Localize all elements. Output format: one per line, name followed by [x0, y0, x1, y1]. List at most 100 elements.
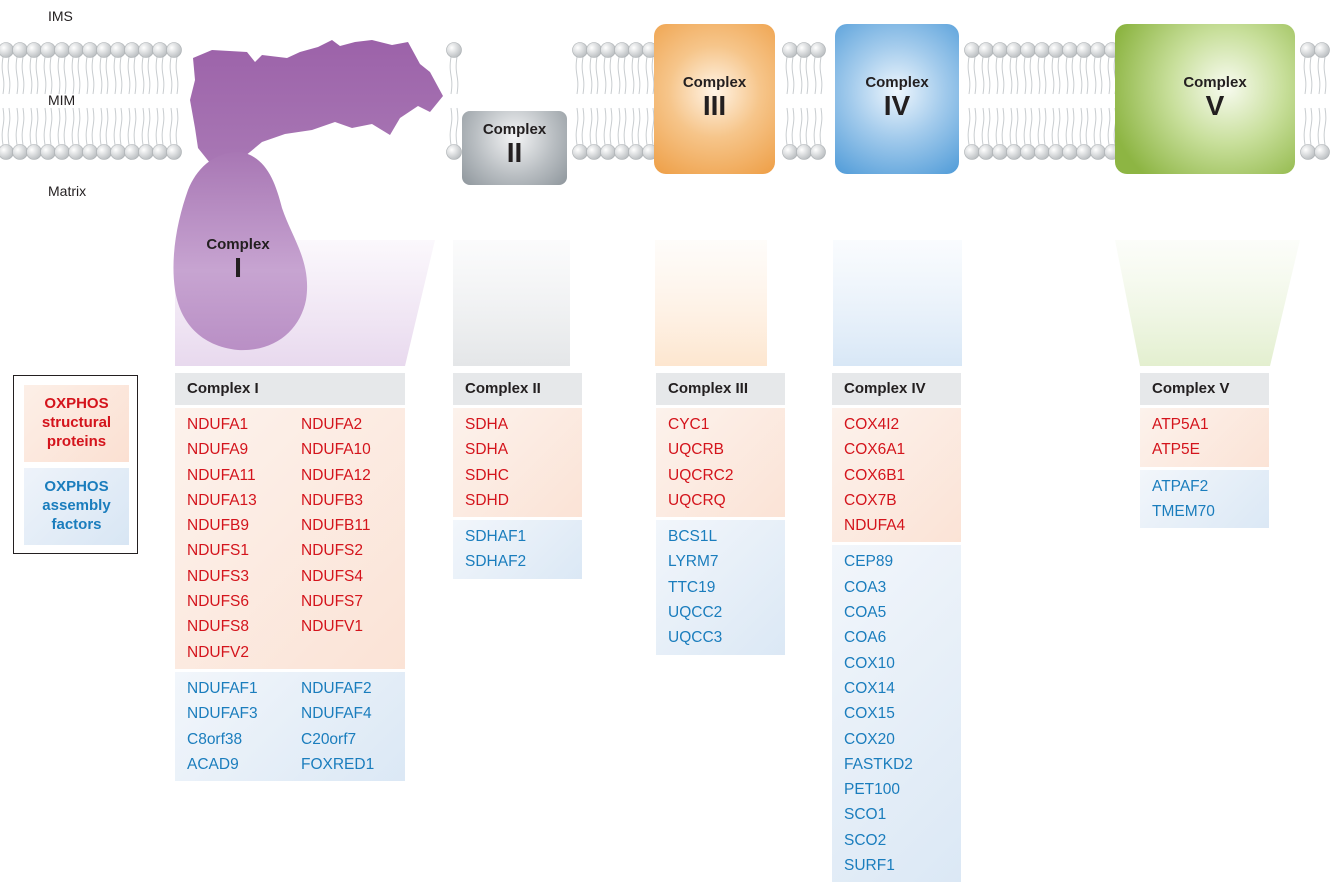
structural-protein: COX4I2	[844, 416, 900, 433]
funnel-complex-5	[1115, 240, 1300, 366]
structural-protein: NDUFA11	[187, 466, 256, 484]
assembly-factor: TMEM70	[1152, 502, 1215, 520]
legend-assembly-factors: OXPHOS assembly factors	[24, 468, 129, 545]
complex-3-word: Complex	[682, 74, 747, 91]
structural-protein: NDUFS7	[301, 593, 364, 611]
structural-protein: ATP5A1	[1152, 416, 1209, 433]
funnel-complex-2	[453, 240, 570, 366]
complex-5-numeral: V	[1205, 90, 1225, 121]
assembly-factor: COX14	[844, 679, 895, 697]
structural-protein: NDUFS1	[187, 542, 250, 560]
assembly-factor: ATPAF2	[1152, 477, 1209, 495]
assembly-factor: C8orf38	[187, 730, 243, 748]
structural-protein: NDUFA10	[301, 441, 371, 459]
legend-structural-line-1: OXPHOS	[44, 395, 109, 412]
assembly-factor: NDUFAF3	[187, 705, 258, 723]
lipid-bilayer	[0, 42, 1330, 160]
structural-protein: UQCRB	[668, 441, 724, 459]
structural-protein: NDUFS8	[187, 618, 250, 636]
structural-protein: NDUFA12	[301, 466, 371, 484]
structural-protein: NDUFA9	[187, 441, 249, 459]
assembly-factor: NDUFAF2	[301, 679, 372, 697]
assembly-factor: COA3	[844, 578, 887, 596]
assembly-factor: COX15	[844, 705, 895, 723]
assembly-factor: SDHAF1	[465, 528, 527, 546]
legend-structural-line-3: proteins	[46, 433, 107, 450]
funnel-complex-3	[655, 240, 767, 366]
table-header: Complex III	[656, 373, 785, 408]
table-header: Complex V	[1140, 373, 1269, 408]
structural-protein: NDUFV2	[187, 643, 250, 661]
structural-protein: SDHA	[465, 441, 509, 459]
structural-protein: NDUFB9	[187, 517, 250, 535]
assembly-factor: TTC19	[668, 578, 716, 596]
table-header: Complex IV	[832, 373, 961, 408]
table-header: Complex I	[175, 373, 405, 408]
structural-protein: UQCRC2	[668, 466, 734, 484]
assembly-factor: SURF1	[844, 857, 895, 875]
structural-protein: NDUFV1	[301, 618, 364, 636]
structural-protein: NDUFB11	[301, 517, 371, 535]
matrix-label: Matrix	[48, 183, 87, 199]
complex-1-shape	[173, 40, 443, 351]
complex-1-word: Complex	[206, 236, 270, 253]
structural-protein: SDHA	[465, 416, 509, 433]
complex-5-word: Complex	[1183, 74, 1247, 91]
structural-section: SDHA SDHA SDHC SDHD	[453, 408, 582, 521]
structural-protein: NDUFS2	[301, 542, 364, 560]
assembly-factor: C20orf7	[301, 730, 357, 748]
legend-assembly-line-2: assembly	[42, 497, 111, 514]
structural-protein: COX7B	[844, 491, 897, 509]
structural-protein: SDHD	[465, 491, 509, 509]
assembly-factor: BCS1L	[668, 528, 718, 546]
structural-protein: ATP5E	[1152, 441, 1200, 459]
assembly-factor: SCO2	[844, 831, 887, 849]
legend: OXPHOS structural proteins OXPHOS assemb…	[13, 375, 138, 554]
complex-1-numeral: I	[234, 252, 242, 283]
structural-protein: NDUFB3	[301, 491, 364, 509]
assembly-factor: NDUFAF4	[301, 705, 372, 723]
complex-2-box: Complex II	[462, 111, 567, 185]
complex-4-box: Complex IV	[835, 24, 959, 174]
assembly-factor: CEP89	[844, 553, 894, 571]
assembly-factor: SCO1	[844, 806, 887, 824]
structural-protein: COX6A1	[844, 441, 906, 459]
structural-protein: NDUFA4	[844, 517, 906, 535]
legend-structural-proteins: OXPHOS structural proteins	[24, 385, 129, 462]
structural-protein: NDUFS4	[301, 567, 364, 585]
assembly-factor: UQCC2	[668, 604, 723, 622]
structural-protein: NDUFA13	[187, 491, 257, 509]
structural-protein: UQCRQ	[668, 491, 726, 509]
assembly-factor: COA5	[844, 604, 887, 622]
assembly-factor: NDUFAF1	[187, 679, 258, 697]
mim-label: MIM	[48, 92, 76, 108]
assembly-factor: PET100	[844, 781, 901, 799]
ims-label: IMS	[48, 8, 73, 24]
assembly-factor: FOXRED1	[301, 755, 375, 773]
structural-protein: NDUFS3	[187, 567, 250, 585]
assembly-factor: COA6	[844, 629, 887, 647]
assembly-factor: FASTKD2	[844, 755, 913, 773]
structural-protein: COX6B1	[844, 466, 906, 484]
structural-protein: SDHC	[465, 466, 509, 484]
legend-assembly-line-3: factors	[51, 516, 102, 533]
complex-5-box: Complex V	[1115, 24, 1295, 174]
assembly-factor: ACAD9	[187, 755, 239, 773]
structural-protein: CYC1	[668, 416, 710, 433]
complex-4-word: Complex	[865, 74, 929, 91]
structural-protein: NDUFA1	[187, 416, 249, 433]
funnel-complex-4	[833, 240, 962, 366]
